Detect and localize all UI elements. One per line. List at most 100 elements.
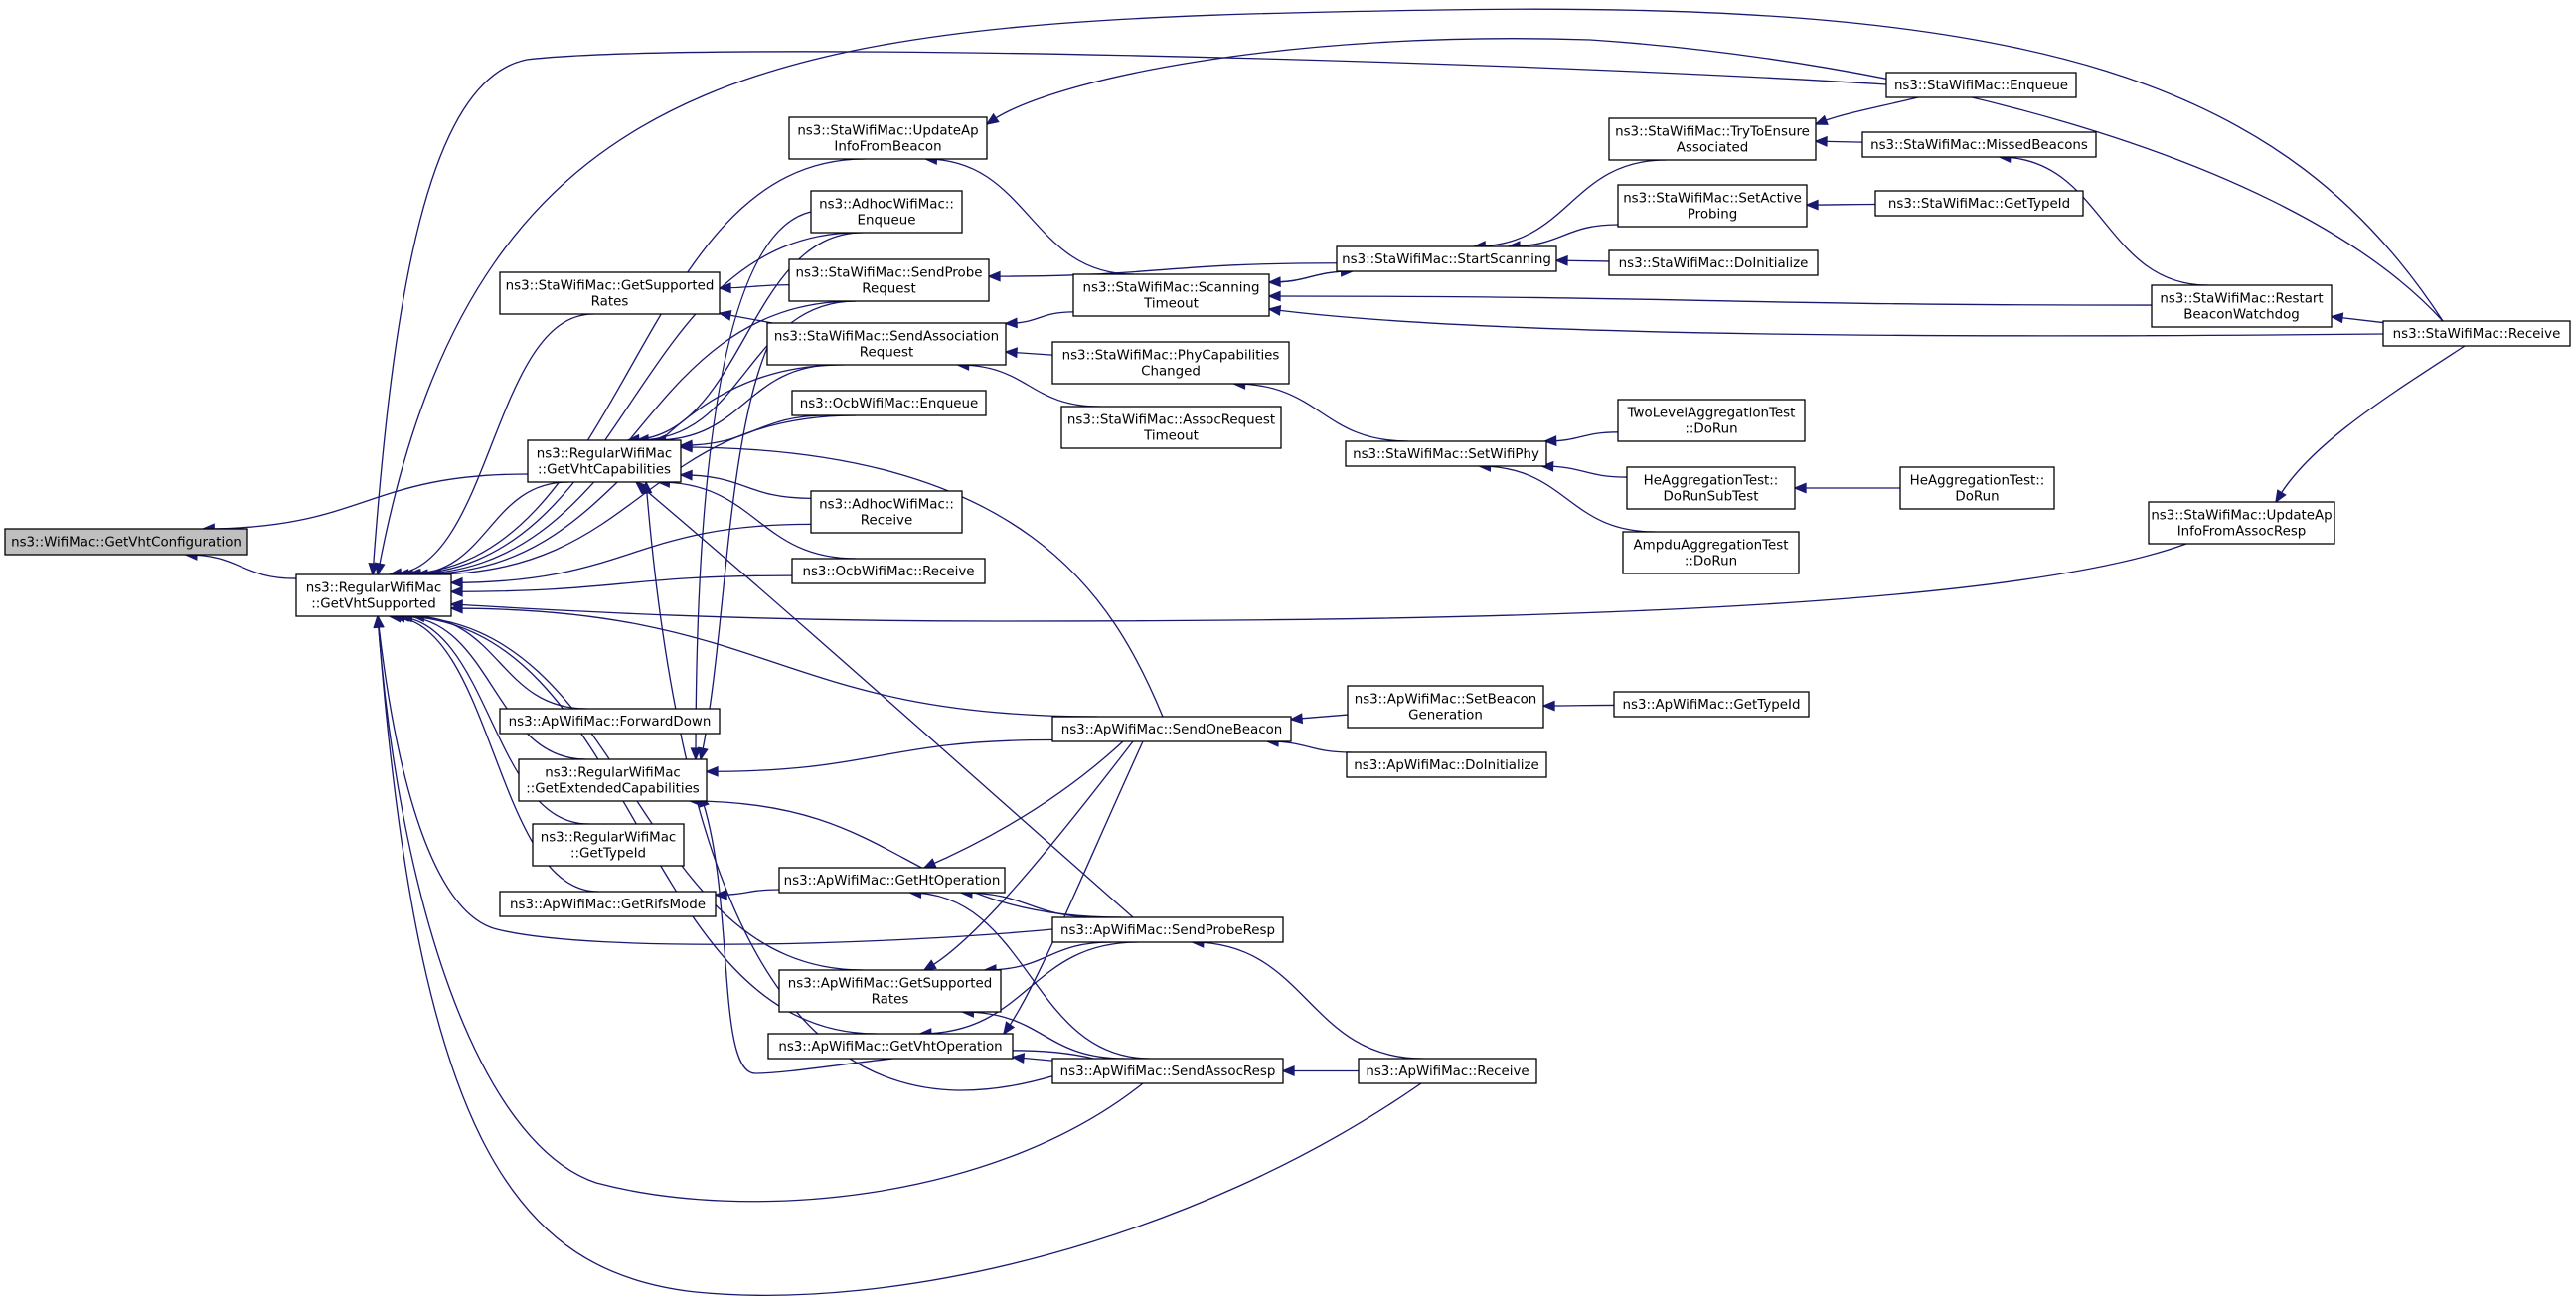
- node-label-line: ns3::OcbWifiMac::Receive: [802, 565, 974, 579]
- edge-sta-phycap-to-sta-sendassoc-arrowhead: [1004, 347, 1018, 359]
- node-sta-doinit[interactable]: ns3::StaWifiMac::DoInitialize: [1608, 249, 1819, 276]
- edge-sta-phycap-to-sta-sendassoc: [1004, 347, 1053, 359]
- node-sta-gettypeid[interactable]: ns3::StaWifiMac::GetTypeId: [1874, 190, 2084, 217]
- node-sta-recv[interactable]: ns3::StaWifiMac::Receive: [2382, 320, 2571, 347]
- edge-ap-gettypeid-to-ap-setbeacongen: [1541, 700, 1615, 712]
- node-sta-setwifiphy[interactable]: ns3::StaWifiMac::SetWifiPhy: [1345, 440, 1547, 467]
- edge-ap-sendprobe-to-ap-getvhtop-line: [919, 941, 1139, 1035]
- node-box: [810, 490, 963, 534]
- node-label-line: ns3::AdhocWifiMac::: [819, 497, 954, 512]
- node-ap-rifs[interactable]: ns3::ApWifiMac::GetRifsMode: [499, 891, 717, 917]
- node-label-line: ns3::ApWifiMac::SendOneBeacon: [1061, 723, 1283, 737]
- node-adhoc-recv[interactable]: ns3::AdhocWifiMac::Receive: [810, 490, 963, 534]
- edge-sta-startscan-to-sta-sendprobe-line: [988, 262, 1338, 277]
- node-ap-sendassoc[interactable]: ns3::ApWifiMac::SendAssocResp: [1051, 1058, 1284, 1084]
- node-label-line: ns3::StaWifiMac::GetTypeId: [1888, 197, 2070, 212]
- node-label-line: ns3::ApWifiMac::SetBeacon: [1355, 692, 1537, 707]
- edge-ap-sendprobe-to-ap-getsuprates: [983, 941, 1112, 976]
- edge-ocb-recv-to-rgetvhtsup: [449, 574, 793, 597]
- edge-ap-sendbeacon-to-ap-getht: [922, 740, 1124, 869]
- edge-adhoc-recv-to-rgetvhtcap: [679, 469, 812, 500]
- node-ampdu-dorun[interactable]: AmpduAggregationTest::DoRun: [1622, 531, 1800, 574]
- edge-adhoc-recv-to-rgetvhtsup: [449, 523, 812, 588]
- edge-sta-recv-to-sta-restart: [2330, 312, 2384, 324]
- node-ap-getht[interactable]: ns3::ApWifiMac::GetHtOperation: [778, 867, 1006, 894]
- edge-ap-sendbeacon-to-rgetext-arrowhead: [705, 765, 719, 777]
- node-ap-sendprobe[interactable]: ns3::ApWifiMac::SendProbeResp: [1051, 916, 1284, 943]
- edge-sta-sendassoc-to-rgetext-arrowhead: [698, 746, 709, 761]
- node-sta-enq[interactable]: ns3::StaWifiMac::Enqueue: [1885, 72, 2077, 98]
- node-rgettypeid[interactable]: ns3::RegularWifiMac::GetTypeId: [532, 823, 685, 867]
- edges-layer: [184, 8, 2466, 1296]
- node-ap-sendbeacon[interactable]: ns3::ApWifiMac::SendOneBeacon: [1051, 716, 1292, 742]
- node-ap-getvhtop[interactable]: ns3::ApWifiMac::GetVhtOperation: [767, 1033, 1014, 1060]
- edge-sta-getsuprates-to-rgetvhtsup-line: [390, 313, 594, 575]
- node-ocb-recv[interactable]: ns3::OcbWifiMac::Receive: [791, 558, 986, 584]
- node-he-dorunsub[interactable]: HeAggregationTest::DoRunSubTest: [1626, 466, 1796, 510]
- node-box: [767, 1033, 1014, 1060]
- node-box: [1060, 406, 1282, 449]
- node-label-line: ns3::StaWifiMac::UpdateAp: [2151, 508, 2332, 523]
- edge-sta-scantimeout-to-sta-sendassoc-arrowhead: [1004, 317, 1018, 329]
- node-label-line: ns3::ApWifiMac::SendAssocResp: [1060, 1064, 1276, 1079]
- node-he-dorun[interactable]: HeAggregationTest::DoRun: [1899, 466, 2055, 510]
- node-label-line: ns3::StaWifiMac::SendAssociation: [774, 329, 999, 344]
- node-adhoc-enq[interactable]: ns3::AdhocWifiMac::Enqueue: [810, 190, 963, 234]
- node-tla-dorun[interactable]: TwoLevelAggregationTest::DoRun: [1617, 399, 1806, 442]
- node-sta-startscan[interactable]: ns3::StaWifiMac::StartScanning: [1336, 245, 1557, 272]
- edge-sta-restart-to-sta-scantimeout-line: [1268, 295, 2153, 306]
- edge-ap-rifs-to-rgetvhtsup-line: [389, 615, 599, 893]
- node-label-line: Receive: [861, 513, 912, 528]
- edge-sta-sendassoc-to-rgetvhtcap-line: [654, 364, 837, 441]
- edge-adhoc-recv-to-rgetvhtsup-line: [450, 523, 812, 583]
- node-box: [295, 573, 452, 617]
- edge-sta-startscan-to-sta-scantimeout: [1267, 270, 1353, 288]
- edge-ap-recv-to-ap-sendprobe: [1191, 936, 1423, 1060]
- node-label-line: ::DoRun: [1685, 554, 1737, 569]
- node-label-line: ns3::ApWifiMac::GetTypeId: [1623, 698, 1801, 713]
- node-box: [1346, 751, 1547, 778]
- edge-ap-recv-to-ap-sendassoc: [1281, 1065, 1359, 1076]
- node-ap-fwd[interactable]: ns3::ApWifiMac::ForwardDown: [499, 708, 721, 735]
- edge-sta-recv-to-sta-scantimeout-line: [1268, 308, 2384, 337]
- node-label-line: ns3::ApWifiMac::GetVhtOperation: [778, 1040, 1002, 1055]
- node-root[interactable]: ns3::WifiMac::GetVhtConfiguration: [4, 528, 248, 556]
- node-label-line: ns3::StaWifiMac::AssocRequest: [1067, 412, 1275, 427]
- node-label-line: ns3::ApWifiMac::DoInitialize: [1354, 758, 1538, 773]
- edge-ocb-recv-to-rgetvhtcap-line: [658, 481, 857, 560]
- node-rgetext[interactable]: ns3::RegularWifiMac::GetExtendedCapabili…: [518, 758, 708, 802]
- node-rgetvhtsup[interactable]: ns3::RegularWifiMac::GetVhtSupported: [295, 573, 452, 617]
- node-label-line: Request: [860, 345, 913, 360]
- edge-sta-scantimeout-to-sta-startscan-line: [1268, 270, 1353, 283]
- node-box: [518, 758, 708, 802]
- node-ap-gettypeid[interactable]: ns3::ApWifiMac::GetTypeId: [1613, 691, 1810, 718]
- node-sta-missed[interactable]: ns3::StaWifiMac::MissedBeacons: [1861, 131, 2097, 158]
- edge-ap-sendassoc-to-ap-getsuprates-line: [962, 1011, 1125, 1060]
- node-box: [788, 116, 988, 160]
- node-ap-recv[interactable]: ns3::ApWifiMac::Receive: [1358, 1058, 1537, 1084]
- node-ocb-enq[interactable]: ns3::OcbWifiMac::Enqueue: [791, 390, 987, 416]
- edge-ap-gettypeid-to-ap-setbeacongen-arrowhead: [1541, 700, 1555, 712]
- edge-ocb-recv-to-rgetvhtsup-line: [450, 574, 793, 592]
- node-sta-updassoc[interactable]: ns3::StaWifiMac::UpdateApInfoFromAssocRe…: [2148, 501, 2335, 545]
- node-ap-doinit[interactable]: ns3::ApWifiMac::DoInitialize: [1346, 751, 1547, 778]
- node-label-line: DoRun: [1955, 489, 1999, 504]
- edge-ap-sendassoc-to-ap-getht-line: [909, 892, 1150, 1060]
- edge-sta-missed-to-sta-tryensure-arrowhead: [1814, 135, 1828, 147]
- node-rgetvhtcap[interactable]: ns3::RegularWifiMac::GetVhtCapabilities: [527, 439, 682, 483]
- edge-he-dorunsub-to-sta-setwifiphy-line: [1541, 465, 1628, 478]
- node-box: [791, 558, 986, 584]
- edge-sta-sendprobe-to-rgetvhtsup-line: [407, 300, 856, 575]
